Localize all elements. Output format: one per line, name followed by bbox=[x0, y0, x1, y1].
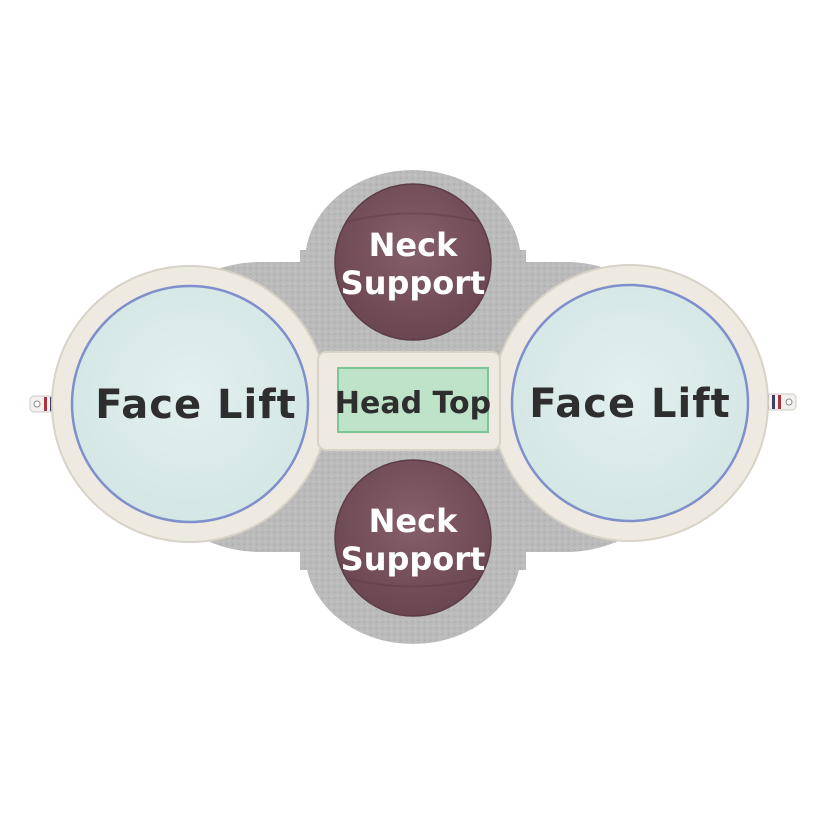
head-top-zone: Head Top bbox=[317, 351, 501, 451]
face-lift-right-zone: Face Lift bbox=[491, 264, 769, 542]
neck-support-bottom-zone: Neck Support bbox=[334, 459, 492, 617]
head-top-label: Head Top bbox=[335, 386, 491, 421]
neck-support-top-line1: Neck bbox=[369, 226, 458, 264]
neck-support-top-zone: Neck Support bbox=[334, 183, 492, 341]
neck-support-bottom-line2: Support bbox=[341, 540, 486, 578]
face-lift-left-label: Face Lift bbox=[95, 382, 296, 428]
neck-support-bottom-line1: Neck bbox=[369, 502, 458, 540]
face-lift-right-label: Face Lift bbox=[529, 381, 730, 427]
face-lift-left-zone: Face Lift bbox=[51, 265, 329, 543]
neck-support-top-line2: Support bbox=[341, 264, 486, 302]
